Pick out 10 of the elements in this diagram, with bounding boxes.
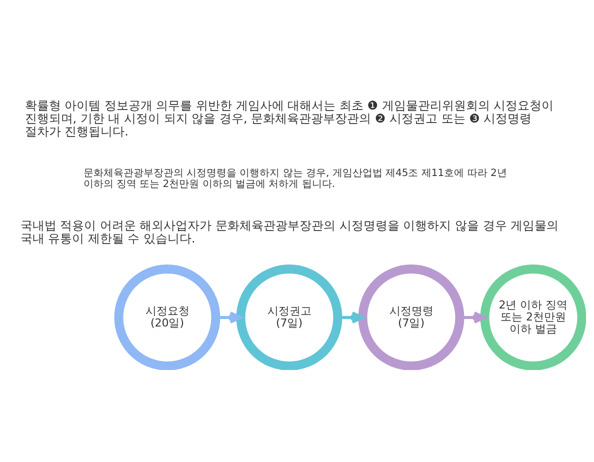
arrow <box>460 312 486 324</box>
arrow <box>338 312 364 324</box>
arrow <box>216 312 242 324</box>
label: 문화체육관광부장관의 시정명령을 이행하지 않는 경우, 게임산업법 제45조 제11호에 따라 2년 이하의 징역 또는 2천만원 이하의 벌금에 처하게 됩니다. <box>83 168 507 190</box>
node-circle: 2년 이하 징역 또는 2천만원 이하 벌금 <box>480 264 586 370</box>
label: 확률형 아이템 정보공개 의무를 위반한 게임사에 대해서는 최초 ❶ 게임물관리위원회의 시정요청이 진행되며, 기한 내 시정이 되지 않을 경우, 문화체육관광부장관의 ❷ 시정권고 또는 ❸ 시정명령 절차가 진행됩니다. <box>24 98 554 139</box>
node-circle: 시정권고 (7일) <box>236 264 342 370</box>
node-circle: 시정요청 (20일) <box>114 264 220 370</box>
label: 국내법 적용이 어려운 해외사업자가 문화체육관광부장관의 시정명령을 이행하지 않을 경우 게임물의 국내 유통이 제한될 수 있습니다. <box>20 218 559 246</box>
node-circle: 시정명령 (7일) <box>358 264 464 370</box>
